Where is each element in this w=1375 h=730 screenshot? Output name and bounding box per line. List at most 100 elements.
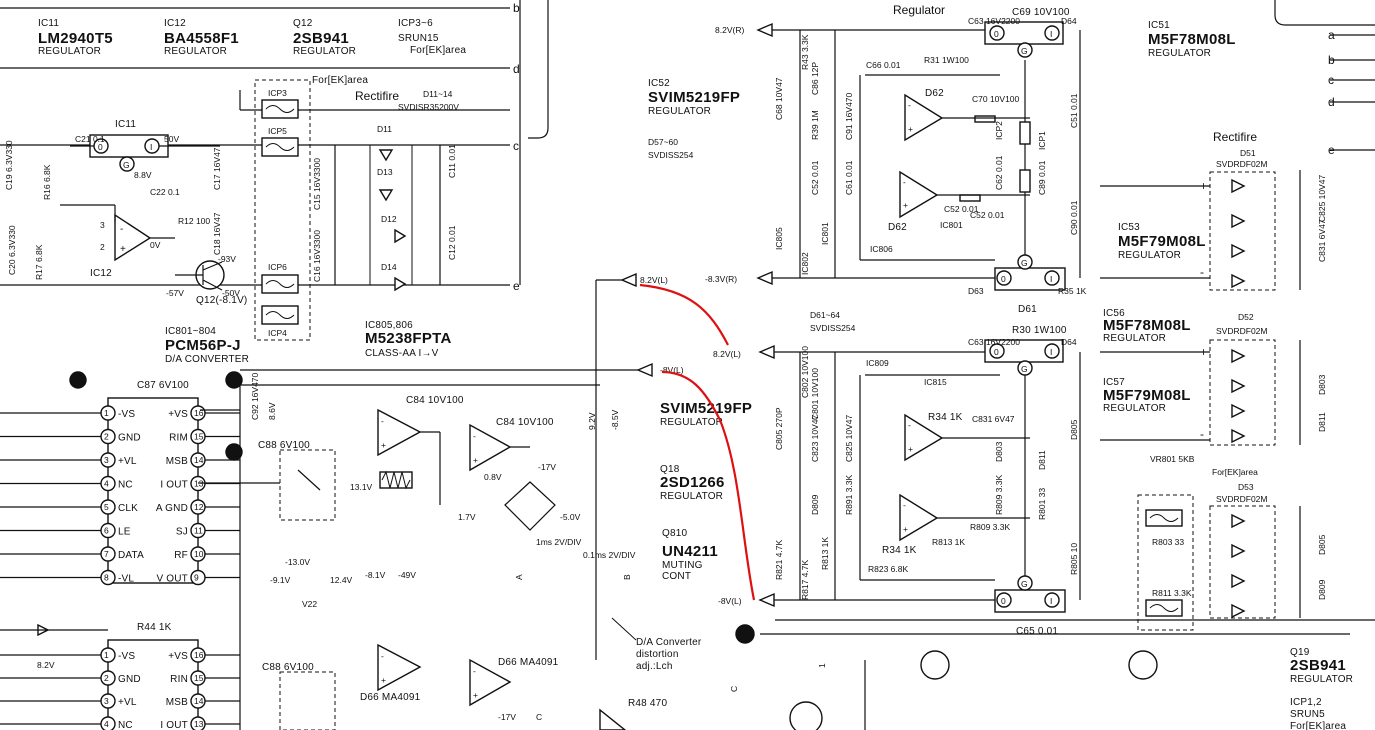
svg-text:R39 1M: R39 1M — [810, 110, 820, 140]
svg-text:I: I — [1050, 347, 1052, 357]
svg-text:D11: D11 — [377, 124, 392, 134]
svg-text:I: I — [1050, 596, 1052, 606]
ic802-chip: R44 1K 8.2V — [0, 622, 199, 730]
svg-text:SVDISS254: SVDISS254 — [810, 323, 856, 333]
svg-text:3: 3 — [100, 220, 105, 230]
svg-text:-: - — [381, 416, 384, 426]
ic815-switch: C88 6V100 — [198, 440, 336, 521]
svg-text:R30 1W100: R30 1W100 — [1012, 325, 1067, 336]
svg-text:0.1ms 2V/DIV: 0.1ms 2V/DIV — [583, 550, 636, 560]
pin-circle — [100, 670, 116, 686]
svg-text:R821 4.7K: R821 4.7K — [774, 540, 784, 580]
pin-circle — [190, 569, 206, 586]
svg-text:-: - — [473, 431, 476, 441]
svg-text:+: + — [1200, 345, 1207, 359]
da-converter-note: D/A Converter distortion adj.:Lch — [611, 617, 702, 672]
svg-text:D52: D52 — [1238, 312, 1254, 322]
svg-text:C17 16V47: C17 16V47 — [212, 147, 222, 190]
ic53-regulator: 0 I G D61 D63 R35 1K — [968, 254, 1087, 315]
svg-text:D14: D14 — [381, 262, 397, 272]
pin-number: 8 — [104, 573, 109, 583]
bus-letter-d: d — [513, 62, 520, 76]
svg-text:M5F79M08L: M5F79M08L — [1118, 233, 1206, 250]
svg-text:C22 0.1: C22 0.1 — [150, 187, 180, 197]
svg-text:D62: D62 — [888, 222, 907, 233]
svg-text:ICP3: ICP3 — [268, 88, 287, 98]
ic805-opamp-1: -+ C84 10V100 — [377, 395, 464, 490]
svg-text:R811 3.3K: R811 3.3K — [1152, 588, 1192, 598]
svg-text:Q12(-8.1V): Q12(-8.1V) — [196, 295, 247, 306]
svg-text:1.7V: 1.7V — [458, 512, 476, 522]
ic805-opamp-2: -+ C84 10V100 — [469, 417, 554, 472]
svg-text:IC805,806: IC805,806 — [365, 320, 413, 331]
q18-transistor — [864, 650, 950, 730]
ic52-label-block: IC52 SVIM5219FP REGULATOR D57~60 SVDISS2… — [648, 78, 740, 160]
svg-text:-5.0V: -5.0V — [560, 512, 581, 522]
pin-circle — [190, 522, 206, 539]
svg-text:C21 0.1: C21 0.1 — [75, 134, 105, 144]
svg-text:C18 16V47: C18 16V47 — [212, 212, 222, 255]
icp-part: SRUN15 — [398, 33, 439, 44]
svg-text:R16 6.8K: R16 6.8K — [42, 164, 52, 200]
svg-text:M5F79M08L: M5F79M08L — [1103, 387, 1191, 404]
svg-text:D63: D63 — [968, 286, 984, 296]
d61-label-block: D61~64 SVDISS254 — [810, 310, 856, 333]
pin-circle — [100, 452, 116, 468]
left-bus-letters: b d c e — [513, 1, 520, 293]
svg-text:R813 1K: R813 1K — [932, 537, 965, 547]
pin-number: 14 — [194, 455, 204, 465]
svg-text:Q18: Q18 — [660, 464, 680, 475]
svg-text:8.2V(L): 8.2V(L) — [640, 275, 668, 285]
svg-text:-57V: -57V — [166, 288, 184, 298]
terminal-m8v-l: -8V(L) — [718, 592, 995, 608]
svg-text:D805: D805 — [1317, 534, 1327, 555]
svg-text:0: 0 — [98, 142, 103, 152]
svg-text:R809 3.3K: R809 3.3K — [994, 475, 1004, 515]
svg-text:C52 0.01: C52 0.01 — [810, 160, 820, 195]
svg-text:D12: D12 — [381, 214, 397, 224]
ic806-opamps: -+ D66 MA4091 -+ D66 MA4091 -17V C C88 6… — [262, 643, 558, 730]
svg-text:R17 6.8K: R17 6.8K — [34, 244, 44, 280]
svg-text:+: + — [473, 690, 478, 700]
left-panel-bus — [0, 0, 549, 286]
pin-label: -VS — [118, 651, 135, 662]
pin-number: 16 — [194, 650, 204, 660]
svg-text:D51: D51 — [1240, 148, 1256, 158]
svg-text:-8.1V: -8.1V — [365, 570, 386, 580]
svg-text:SVDRDF02M: SVDRDF02M — [1216, 494, 1267, 504]
pin-number: 15 — [194, 432, 204, 442]
pin-circle — [100, 716, 116, 730]
ic801-chip: C87 6V100 — [69, 371, 243, 584]
svg-text:C88 6V100: C88 6V100 — [258, 440, 310, 451]
svg-text:D66 MA4091: D66 MA4091 — [360, 692, 421, 703]
svg-text:IC815: IC815 — [924, 377, 947, 387]
pin-label: +VL — [118, 697, 137, 708]
pin-circle — [190, 647, 206, 663]
bus-letter-e: e — [513, 279, 520, 293]
svg-text:Q19: Q19 — [1290, 647, 1310, 658]
ic56-label-block: IC56 M5F78M08L REGULATOR — [1103, 308, 1190, 344]
svg-text:+: + — [903, 524, 908, 534]
svg-text:C87 6V100: C87 6V100 — [137, 380, 189, 391]
pin-label: MSB — [166, 697, 188, 708]
ic51-label-block: IC51 M5F78M08L REGULATOR — [1148, 20, 1235, 59]
svg-text:-: - — [908, 420, 911, 430]
svg-text:C801 10V100: C801 10V100 — [810, 368, 820, 420]
pin-circle — [100, 546, 116, 562]
svg-text:ICP6: ICP6 — [268, 262, 287, 272]
q19-transistor — [1128, 650, 1158, 680]
svg-text:C16 16V3300: C16 16V3300 — [312, 230, 322, 282]
svg-text:R803 33: R803 33 — [1152, 537, 1184, 547]
pin-circle — [190, 499, 206, 515]
svg-text:R801 33: R801 33 — [1037, 488, 1047, 520]
svg-text:2: 2 — [100, 242, 105, 252]
pin-circle — [100, 647, 116, 663]
svg-text:D13: D13 — [377, 167, 393, 177]
svg-text:C84 10V100: C84 10V100 — [406, 395, 464, 406]
rectifire-d52: D52 SVDRDF02M + - D803 D811 — [1100, 312, 1327, 446]
svg-text:C831 6V47: C831 6V47 — [972, 414, 1015, 424]
pin-circle — [190, 716, 206, 730]
svg-text:D811: D811 — [1317, 412, 1327, 432]
